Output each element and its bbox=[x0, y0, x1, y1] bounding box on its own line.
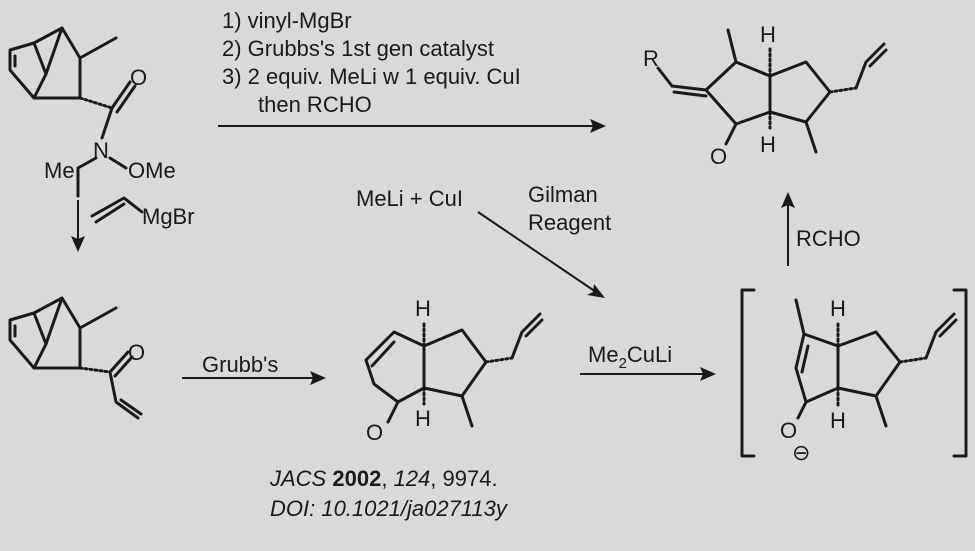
atom-o-enolate: O bbox=[780, 418, 797, 443]
atom-o-top: O bbox=[710, 144, 727, 169]
atom-h-enolate-2: H bbox=[830, 408, 846, 433]
atom-n: N bbox=[93, 138, 109, 163]
vinyl-ketone-molecule: O bbox=[8, 296, 145, 420]
atom-o-ketone: O bbox=[128, 340, 145, 365]
gilman-step: MeLi + CuI Gilman Reagent bbox=[356, 182, 611, 298]
atom-o-enone: O bbox=[366, 420, 383, 445]
bracket-right bbox=[952, 288, 968, 458]
arrow-gilman bbox=[477, 211, 597, 293]
cuprate-step: Me2CuLi bbox=[580, 342, 716, 381]
grubbs-step: Grubb's bbox=[182, 352, 326, 385]
reagent-me2culi: Me2CuLi bbox=[588, 342, 672, 372]
negative-charge-icon: ⊖ bbox=[792, 440, 810, 465]
condition-step-3: 3) 2 equiv. MeLi w 1 equiv. CuI bbox=[222, 64, 521, 89]
atom-h-enone-2: H bbox=[415, 406, 431, 431]
reagent-gilman-2: Reagent bbox=[528, 210, 611, 235]
reagent-gilman-1: Gilman bbox=[528, 182, 598, 207]
alkylidene-product-molecule: R H H O bbox=[643, 22, 888, 169]
condition-step-1: 1) vinyl-MgBr bbox=[222, 8, 352, 33]
left-down-step: MgBr bbox=[71, 196, 195, 252]
atom-r: R bbox=[643, 46, 659, 71]
atom-h-top-2: H bbox=[760, 132, 776, 157]
arrowhead-left-down bbox=[71, 236, 85, 252]
arrowhead-gilman bbox=[587, 284, 605, 298]
reagent-mgbr: MgBr bbox=[142, 204, 195, 229]
arrowhead-grubbs bbox=[310, 371, 326, 385]
atom-ome: OMe bbox=[128, 158, 176, 183]
atom-o-weinreb: O bbox=[130, 65, 147, 90]
atom-me-n: Me bbox=[44, 158, 75, 183]
weinreb-amide-molecule: O N Me OMe bbox=[8, 26, 176, 198]
top-route-conditions: 1) vinyl-MgBr 2) Grubbs's 1st gen cataly… bbox=[218, 8, 606, 133]
atom-h-top-1: H bbox=[760, 22, 776, 47]
enolate-intermediate: H H O ⊖ bbox=[740, 288, 968, 465]
citation-doi: DOI: 10.1021/ja027113y bbox=[270, 496, 509, 521]
arrowhead-rcho-up bbox=[781, 192, 795, 208]
bicyclic-enone-molecule: H H O bbox=[364, 296, 544, 445]
bracket-left bbox=[740, 288, 756, 458]
aldol-step: RCHO bbox=[781, 192, 861, 266]
citation-reference: JACS 2002, 124, 9974. bbox=[269, 466, 498, 491]
reagent-rcho: RCHO bbox=[796, 226, 861, 251]
reagent-grubbs: Grubb's bbox=[202, 352, 278, 377]
citation: JACS 2002, 124, 9974. DOI: 10.1021/ja027… bbox=[269, 466, 509, 521]
atom-h-enolate-1: H bbox=[830, 296, 846, 321]
condition-step-2: 2) Grubbs's 1st gen catalyst bbox=[222, 36, 494, 61]
atom-h-enone-1: H bbox=[415, 296, 431, 321]
condition-step-3b: then RCHO bbox=[258, 92, 372, 117]
reagent-meli-cui: MeLi + CuI bbox=[356, 186, 463, 211]
arrowhead-cuprate bbox=[700, 367, 716, 381]
arrowhead-top bbox=[590, 119, 606, 133]
